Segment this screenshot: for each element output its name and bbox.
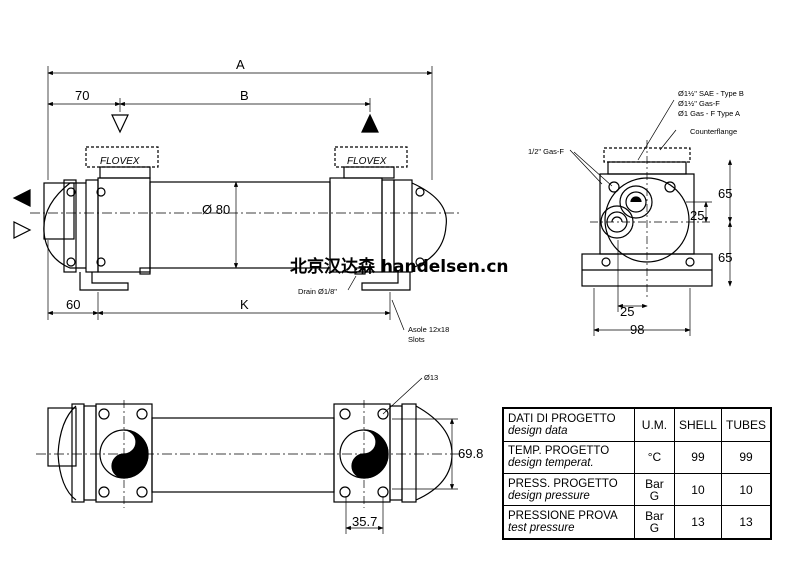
top-view-dimension-lines bbox=[345, 377, 458, 534]
dim-hole-diameter: Ø13 bbox=[424, 373, 438, 382]
dim-flange-height: 69.8 bbox=[458, 446, 483, 461]
table-row: PRESS. PROGETTO design pressure Bar G 10… bbox=[502, 472, 772, 507]
dim-side-upper: 65 bbox=[718, 186, 732, 201]
dim-side-width: 98 bbox=[630, 322, 644, 337]
header-title-en: design data bbox=[508, 424, 568, 437]
design-data-table: DATI DI PROGETTO design data U.M. SHELL … bbox=[502, 407, 772, 540]
header-tubes: TUBES bbox=[720, 407, 772, 442]
row-shell: 13 bbox=[673, 505, 722, 540]
row-label-en: design temperat. bbox=[508, 457, 594, 470]
row-label-it: TEMP. PROGETTO bbox=[508, 445, 610, 458]
dim-overall-length: A bbox=[236, 57, 245, 72]
side-view bbox=[581, 140, 713, 300]
side-view-dimension-lines bbox=[569, 99, 733, 336]
gas-type-a-note: Ø1 Gas - F Type A bbox=[678, 109, 740, 118]
top-view bbox=[36, 400, 466, 508]
row-tubes: 13 bbox=[720, 505, 772, 540]
table-row: PRESSIONE PROVA test pressure Bar G 13 1… bbox=[502, 505, 772, 540]
drain-note: Drain Ø1/8" bbox=[298, 287, 337, 296]
dim-foot-spacing: K bbox=[240, 297, 249, 312]
dim-side-bottom-offset: 25 bbox=[620, 304, 634, 319]
slots-note-line1: Asole 12x18 bbox=[408, 325, 449, 334]
row-um: Bar G bbox=[634, 505, 675, 540]
row-um: Bar G bbox=[634, 472, 675, 507]
dim-side-mid: 25 bbox=[690, 208, 704, 223]
row-um: °C bbox=[634, 440, 675, 474]
header-um: U.M. bbox=[634, 407, 675, 442]
row-label-en: design pressure bbox=[508, 489, 590, 502]
row-tubes: 10 bbox=[720, 472, 772, 507]
dim-side-lower: 65 bbox=[718, 250, 732, 265]
dim-left-offset: 70 bbox=[75, 88, 89, 103]
gas-half-note: 1/2" Gas-F bbox=[528, 147, 564, 156]
header-shell: SHELL bbox=[673, 407, 722, 442]
dim-shell-diameter: Ø 80 bbox=[202, 202, 230, 217]
brand-label-left: FLOVEX bbox=[100, 156, 140, 167]
watermark-text: 北京汉达森 handelsen.cn bbox=[290, 256, 509, 277]
sae-type-b-note: Ø1½" SAE - Type B bbox=[678, 89, 744, 98]
brand-label-right: FLOVEX bbox=[347, 156, 387, 167]
dim-inter-axis: B bbox=[240, 88, 249, 103]
gas-1half-note: Ø1½" Gas-F bbox=[678, 99, 720, 108]
dim-foot-offset: 60 bbox=[66, 297, 80, 312]
row-shell: 99 bbox=[673, 440, 722, 474]
row-tubes: 99 bbox=[720, 440, 772, 474]
row-label-it: PRESSIONE PROVA bbox=[508, 510, 618, 523]
counterflange-note: Counterflange bbox=[690, 127, 737, 136]
row-shell: 10 bbox=[673, 472, 722, 507]
row-label-it: PRESS. PROGETTO bbox=[508, 477, 618, 490]
front-view-dimension-lines bbox=[47, 66, 433, 331]
front-view bbox=[12, 113, 460, 291]
dim-flange-offset: 35.7 bbox=[352, 514, 377, 529]
table-header-row: DATI DI PROGETTO design data U.M. SHELL … bbox=[502, 407, 772, 442]
slots-note-line2: Slots bbox=[408, 335, 425, 344]
header-title-it: DATI DI PROGETTO bbox=[508, 412, 616, 425]
row-label-en: test pressure bbox=[508, 522, 575, 535]
table-row: TEMP. PROGETTO design temperat. °C 99 99 bbox=[502, 440, 772, 474]
